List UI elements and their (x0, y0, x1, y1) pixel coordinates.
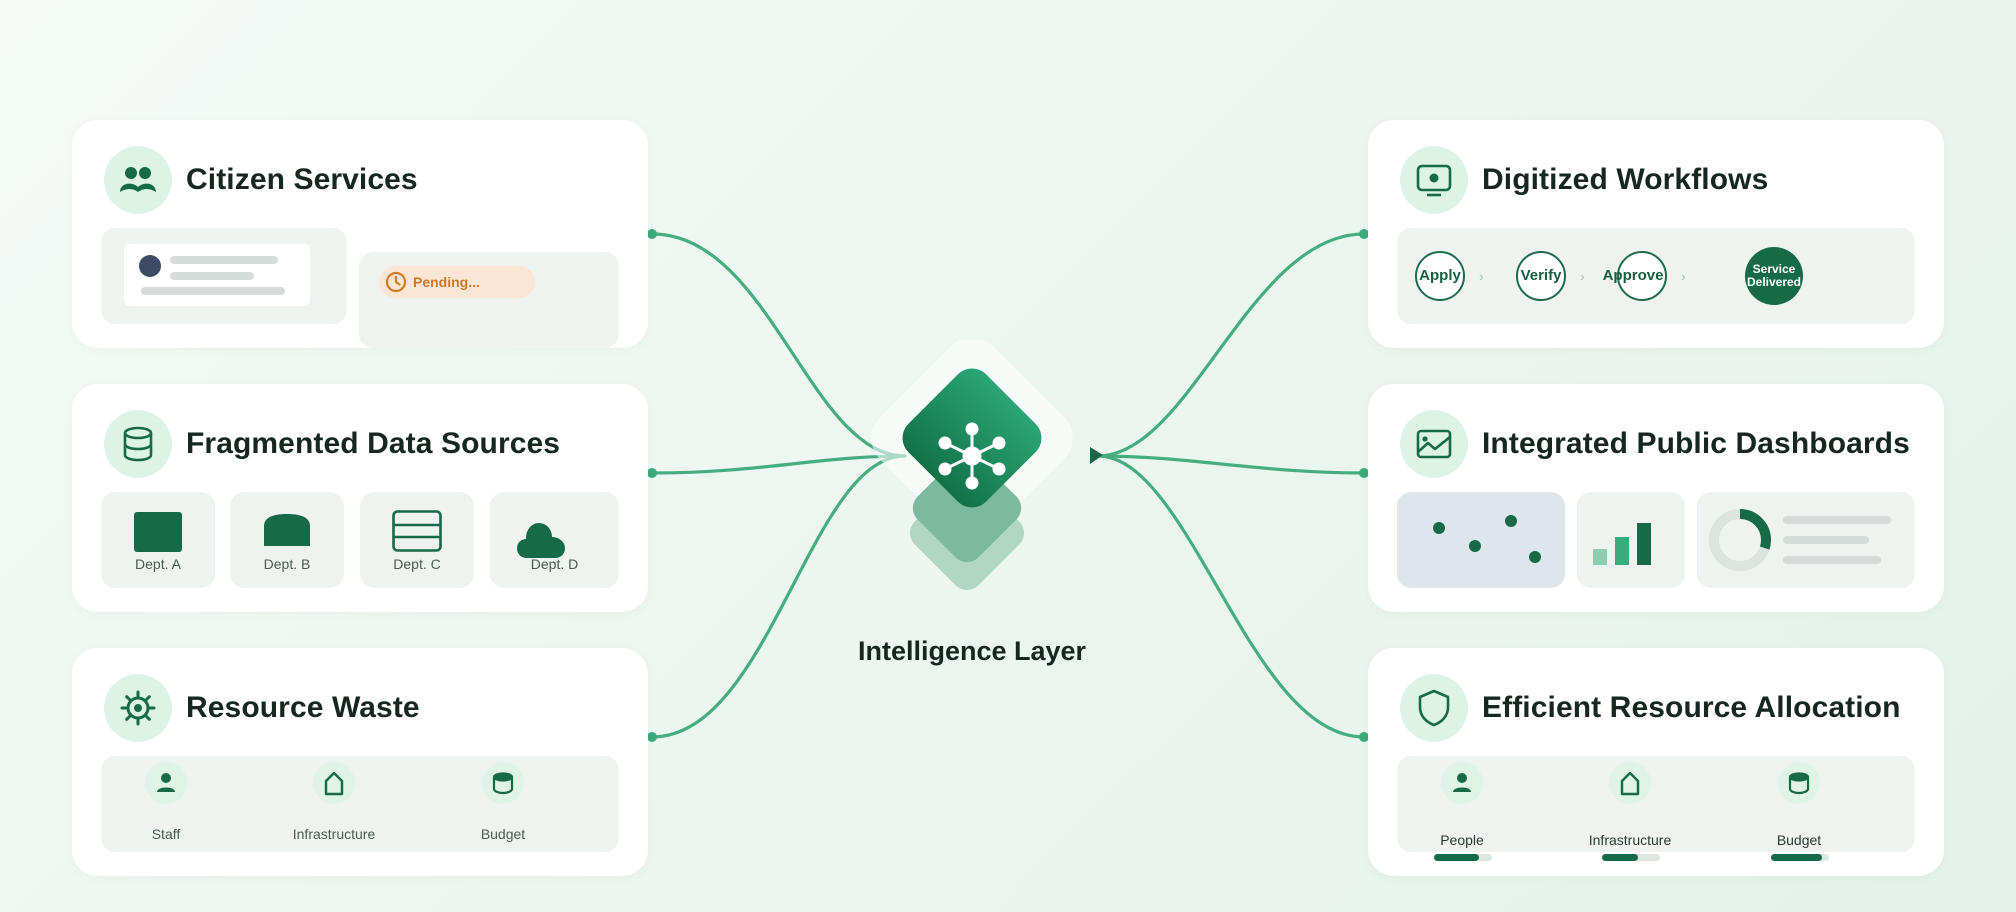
bar-panel (1577, 492, 1685, 588)
resource-label: Budget (480, 826, 526, 842)
source-tile-b: Dept. B (230, 492, 344, 588)
building-icon (1609, 762, 1651, 804)
dashboard-icon (1400, 410, 1468, 478)
source-tile-c: Dept. C (360, 492, 474, 588)
connector-dot (1359, 229, 1369, 239)
form-preview (124, 244, 310, 306)
chevron-right-icon: › (1580, 268, 1585, 284)
monitor-icon (1400, 146, 1468, 214)
resource-label: Infrastructure (292, 826, 376, 842)
chevron-right-icon: › (1681, 268, 1686, 284)
card-header: Digitized Workflows (1400, 146, 1768, 214)
cloud-icon (517, 523, 565, 558)
connector-dot (647, 732, 657, 742)
bar-mini-chart (1593, 523, 1651, 565)
delivered-line-2: Delivered (1746, 275, 1802, 289)
card-title: Resource Waste (186, 691, 420, 724)
database-icon (104, 410, 172, 478)
server-icon (392, 510, 442, 552)
connector-allocation (1096, 454, 1366, 739)
building-icon (313, 762, 355, 804)
users-icon (104, 146, 172, 214)
card-fragmented-data: Fragmented Data Sources Dept. A Dept. B … (72, 384, 648, 612)
card-citizen-services: Citizen Services Pending... (72, 120, 648, 348)
shield-icon (1400, 674, 1468, 742)
source-label: Dept. A (135, 556, 181, 572)
allocation-bar-people (1434, 854, 1492, 861)
step-apply (1415, 251, 1465, 301)
connector-fragmented (650, 454, 907, 475)
card-header: Integrated Public Dashboards (1400, 410, 1910, 478)
allocation-bar-fill (1602, 854, 1638, 861)
arrow-head-icon (1090, 447, 1103, 464)
card-resource-waste: Resource Waste Staff Infrastructure Budg… (72, 648, 648, 876)
card-header: Resource Waste (104, 674, 420, 742)
card-title: Efficient Resource Allocation (1482, 691, 1901, 724)
coins-icon (1778, 762, 1820, 804)
allocation-label: People (1440, 832, 1484, 848)
step-verify (1516, 251, 1566, 301)
connector-dot (1359, 468, 1369, 478)
connector-dot (647, 229, 657, 239)
card-header: Efficient Resource Allocation (1400, 674, 1901, 742)
allocation-label: Budget (1776, 832, 1822, 848)
card-title: Citizen Services (186, 163, 418, 196)
resource-panel: Staff Infrastructure Budget (101, 756, 619, 852)
source-label: Dept. B (263, 556, 311, 572)
person-icon (145, 762, 187, 804)
step-label: Approve (1602, 267, 1664, 284)
allocation-bar-infrastructure (1602, 854, 1660, 861)
step-label: Verify (1520, 267, 1562, 284)
card-title: Integrated Public Dashboards (1482, 427, 1910, 460)
card-title: Fragmented Data Sources (186, 427, 561, 460)
card-header: Citizen Services (104, 146, 418, 214)
intelligence-hub (871, 340, 1073, 591)
source-tile-a: Dept. A (101, 492, 215, 588)
resource-label: Staff (151, 826, 181, 842)
card-digitized-workflows: Digitized Workflows Apply › Verify › App… (1368, 120, 1944, 348)
gear-icon (104, 674, 172, 742)
scatter-panel (1397, 492, 1565, 588)
card-resource-allocation: Efficient Resource Allocation People Inf… (1368, 648, 1944, 876)
source-label: Dept. D (530, 556, 579, 572)
connector-waste (650, 454, 907, 739)
pending-badge: Pending... (379, 266, 535, 298)
connector-dot (1359, 732, 1369, 742)
status-panel: Pending... (359, 252, 619, 348)
network-icon (938, 422, 1006, 490)
folder-icon (134, 512, 182, 552)
scatter-mini-chart (1433, 515, 1541, 563)
card-public-dashboards: Integrated Public Dashboards (1368, 384, 1944, 612)
step-label: Apply (1419, 267, 1461, 284)
connector-citizen (650, 232, 907, 458)
card-title: Digitized Workflows (1482, 163, 1769, 196)
donut-panel (1697, 492, 1915, 588)
donut-mini-chart (1709, 509, 1891, 571)
connector-workflows (1096, 232, 1366, 458)
center-title: Intelligence Layer (857, 636, 1087, 666)
allocation-bar-fill (1771, 854, 1823, 861)
allocation-bar-budget (1771, 854, 1829, 861)
coins-icon (482, 762, 524, 804)
connector-dashboards (1096, 454, 1366, 475)
person-icon (1441, 762, 1483, 804)
drive-icon (264, 514, 310, 546)
connector-dot (647, 468, 657, 478)
delivered-line-1: Service (1752, 262, 1796, 276)
clock-icon (385, 271, 407, 293)
source-tile-d: Dept. D (490, 492, 619, 588)
step-approve (1617, 251, 1667, 301)
allocation-bar-fill (1434, 854, 1480, 861)
pending-text: Pending... (413, 274, 480, 290)
form-panel (101, 228, 347, 324)
card-header: Fragmented Data Sources (104, 410, 560, 478)
chevron-right-icon: › (1479, 268, 1484, 284)
allocation-panel: People Infrastructure Budget (1397, 756, 1915, 852)
allocation-label: Infrastructure (1588, 832, 1672, 848)
source-label: Dept. C (393, 556, 441, 572)
